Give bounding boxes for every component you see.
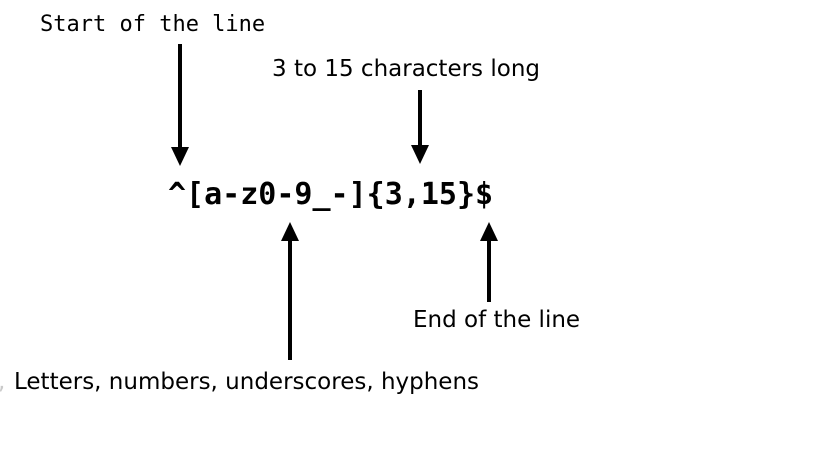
arrow-up-character-class: [278, 222, 302, 360]
regex-expression: ^[a-z0-9_-]{3,15}$: [168, 177, 494, 212]
label-end-of-line: End of the line: [413, 307, 581, 333]
arrow-up-end-of-line: [477, 222, 501, 302]
label-length-quantifier: 3 to 15 characters long: [272, 56, 540, 82]
arrow-down-start-of-line: [168, 44, 192, 168]
clipped-edge-glyph: ,: [0, 371, 5, 394]
arrow-down-length-quantifier: [408, 90, 432, 166]
label-start-of-line: Start of the line: [40, 12, 266, 37]
label-character-class: Letters, numbers, underscores, hyphens: [14, 369, 480, 395]
